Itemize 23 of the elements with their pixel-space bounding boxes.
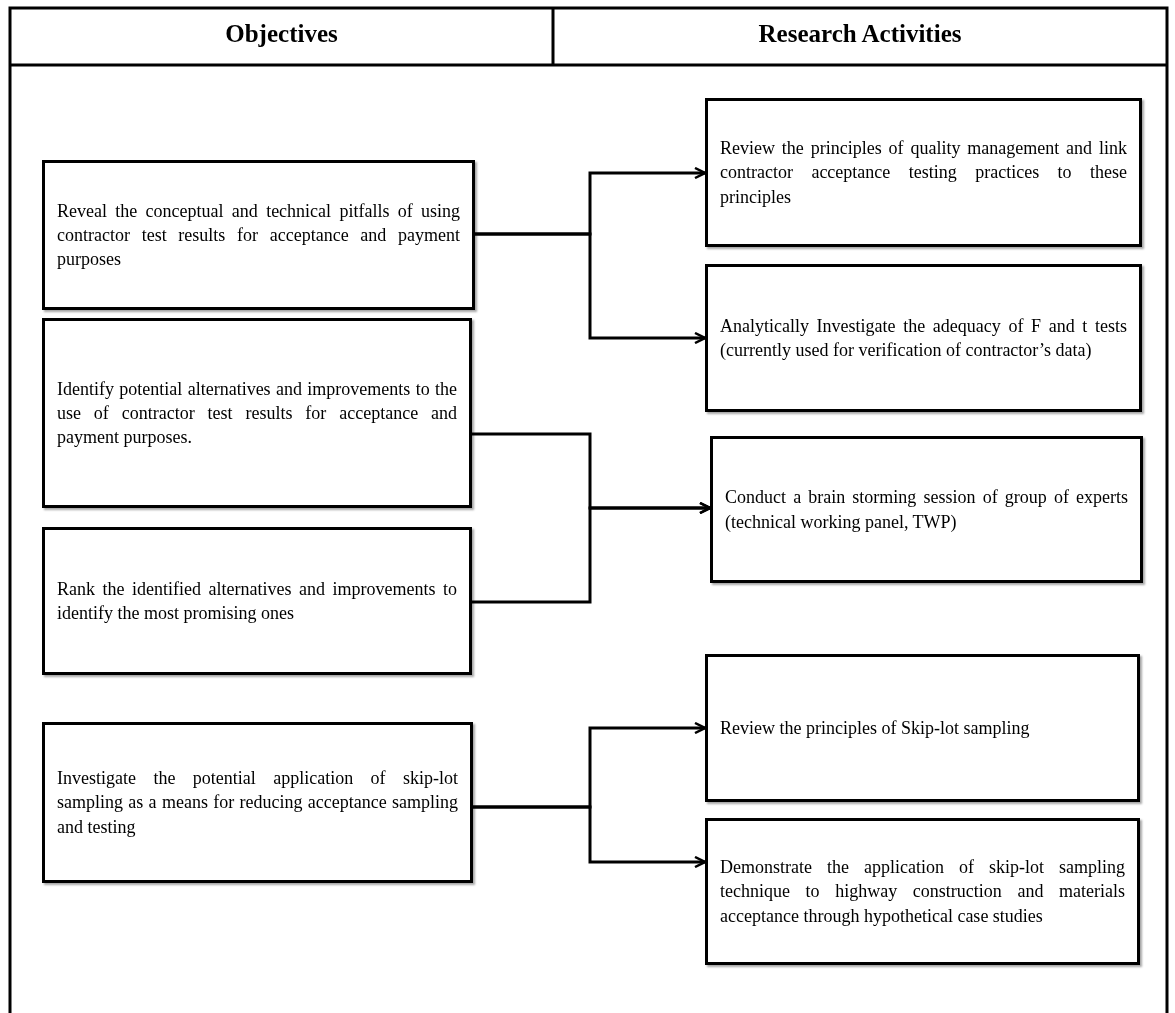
activity-box [705,654,1140,802]
objective-box [42,160,475,310]
activity-box [710,436,1143,583]
activity-box [705,818,1140,965]
activity-box [705,264,1142,412]
box-text: Identify potential alternatives and improvements to the use of contractor test results for acceptance and payment purposes. [57,377,457,450]
arrow [472,501,712,604]
activity-box [705,98,1142,247]
column-header: Research Activities [757,20,963,48]
objective-box [42,318,472,508]
arrow [475,232,707,345]
arrow [473,805,707,869]
box-text: Reveal the conceptual and technical pitfalls of using contractor test results for acceptance and payment purposes [57,199,460,272]
box-text: Rank the identified alternatives and improvements to identify the most promising ones [57,577,457,625]
box-text: Conduct a brain storming session of group of experts (technical working panel, TWP) [725,486,1128,534]
box-text: Investigate the potential application of skip-lot sampling as a means for reducing acceptance sampling and testing [57,767,458,839]
box-text: Review the principles of Skip-lot sampling [720,716,1031,740]
column-header: Objectives [224,20,339,48]
box-text: Demonstrate the application of skip-lot sampling technique to highway construction and materials acceptance through hypothetical case studies [720,856,1125,928]
objective-box [42,527,472,675]
box-text: Analytically Investigate the adequacy of F and t tests (currently used for verification of contractor’s data) [720,314,1127,362]
box-text: Review the principles of quality management and link contractor acceptance testing practices to these principles [720,137,1127,209]
objective-box [42,722,473,883]
